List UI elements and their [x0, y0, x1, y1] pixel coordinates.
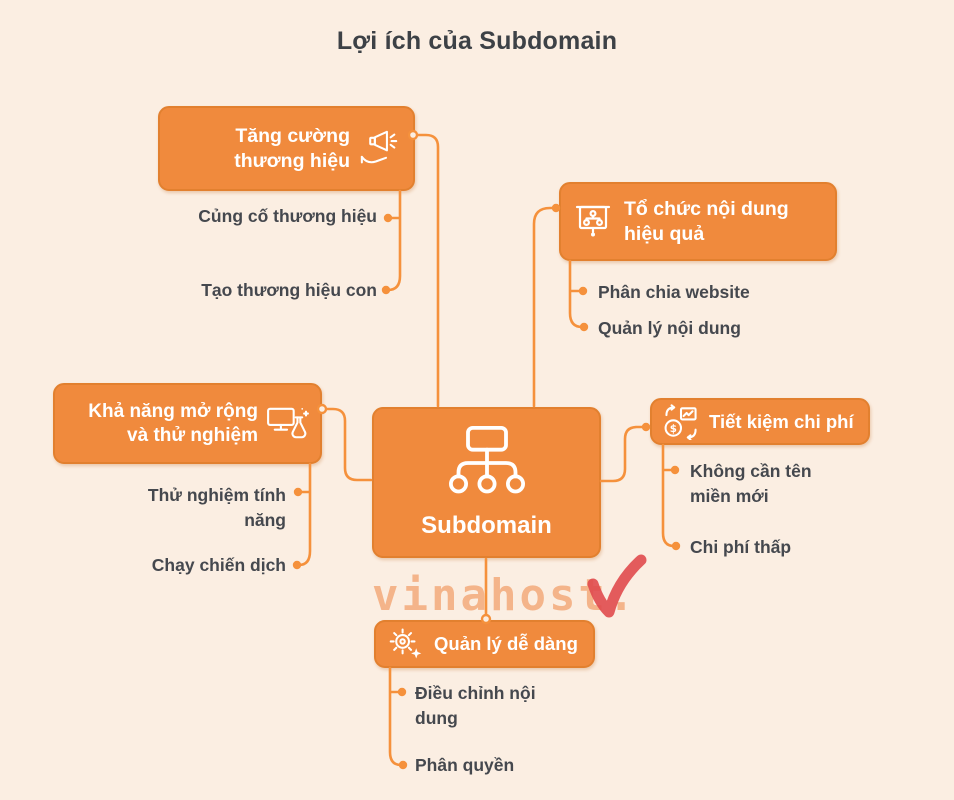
child-item: Điều chỉnh nội dung — [415, 683, 536, 728]
branch-label: Tăng cường thương hiệu — [234, 125, 350, 172]
svg-text:$: $ — [670, 422, 677, 434]
monitor-flask-icon — [266, 406, 310, 442]
money-transfer-icon: $ — [662, 403, 700, 440]
connector-content-center — [532, 206, 558, 408]
child-item: Thử nghiệm tính năng — [147, 485, 286, 530]
child-item: Tạo thương hiệu con — [201, 280, 377, 300]
connector-brand-center — [411, 133, 440, 408]
connector-management-children — [388, 666, 403, 767]
center-label: Subdomain — [421, 511, 552, 539]
megaphone-hand-icon — [358, 129, 401, 168]
branch-label: Khả năng mở rộng và thử nghiệm — [88, 400, 258, 446]
branch-label: Tiết kiệm chi phí — [709, 410, 854, 432]
connector-content-children — [568, 259, 584, 329]
page-title: Lợi ích của Subdomain — [336, 27, 618, 55]
connector-scalability-center — [320, 407, 373, 482]
child-item: Chạy chiến dịch — [151, 555, 286, 575]
connector-brand-children — [386, 189, 402, 292]
connector-scalability-children — [297, 462, 312, 567]
watermark-text: vinahost. — [372, 570, 638, 621]
gear-sparkle-icon — [388, 627, 424, 661]
sitemap-icon — [441, 425, 533, 501]
child-item: Không cần tên miền mới — [690, 461, 812, 506]
branch-node-scalability: Khả năng mở rộng và thử nghiệm — [53, 383, 322, 464]
branch-label: Tổ chức nội dung hiệu quả — [624, 198, 789, 245]
branch-node-cost: $ Tiết kiệm chi phí — [650, 398, 870, 445]
child-item: Chi phí thấp — [690, 537, 792, 557]
connector-cost-children — [661, 443, 676, 548]
connector-cost-center — [599, 425, 648, 483]
child-item: Phân quyền — [415, 755, 515, 775]
child-item: Phân chia website — [598, 282, 750, 302]
red-check-icon — [584, 554, 648, 627]
branch-node-management: Quản lý dễ dàng — [374, 620, 595, 668]
branch-label: Quản lý dễ dàng — [434, 633, 578, 655]
branch-node-content: Tổ chức nội dung hiệu quả — [559, 182, 837, 261]
child-item: Quản lý nội dung — [598, 318, 741, 338]
branch-node-brand: Tăng cường thương hiệu — [158, 106, 415, 191]
presentation-chart-icon — [573, 202, 613, 242]
child-item: Củng cố thương hiệu — [198, 206, 377, 226]
center-node-subdomain: Subdomain — [372, 407, 601, 558]
